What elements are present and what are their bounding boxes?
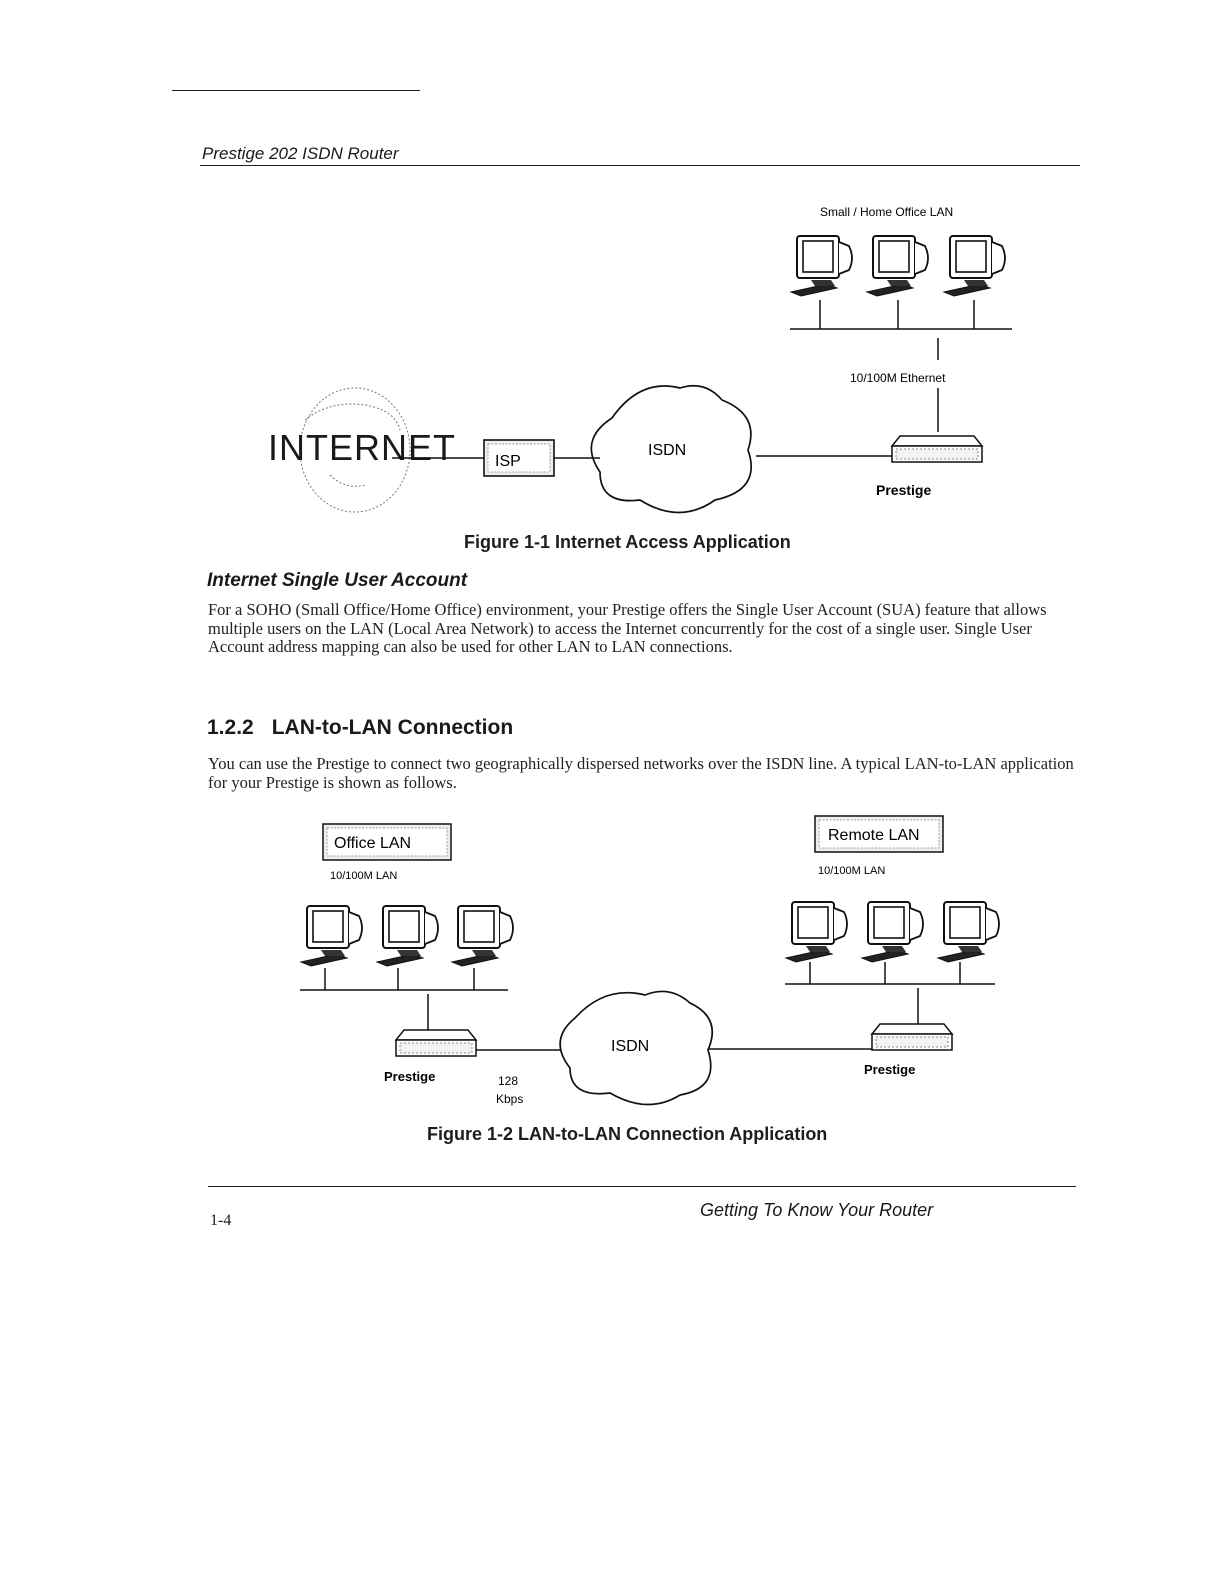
left-router-icon — [395, 1029, 477, 1057]
remote-lan-computers — [785, 901, 1000, 963]
sua-lan-computers — [790, 235, 1006, 297]
router-icon — [891, 435, 983, 463]
ethernet-label: 10/100M Ethernet — [850, 371, 946, 385]
header-rule — [200, 165, 1080, 166]
right-router-icon — [871, 1023, 953, 1051]
sua-body: For a SOHO (Small Office/Home Office) en… — [208, 600, 1047, 656]
office-lan-computers — [300, 905, 514, 967]
router-label: Prestige — [876, 482, 931, 498]
chapter-title: Getting To Know Your Router — [700, 1200, 934, 1220]
top-scan-line — [172, 90, 420, 91]
isdn-label-2: ISDN — [611, 1038, 649, 1055]
isp-label: ISP — [495, 453, 521, 470]
footer-rule — [208, 1186, 1076, 1187]
right-lan-speed: 10/100M LAN — [818, 865, 885, 877]
isdn-cloud-icon-2 — [559, 990, 713, 1106]
lan-section-body: You can use the Prestige to connect two … — [208, 754, 1074, 792]
office-lan-box: Office LAN — [322, 823, 452, 861]
left-lan-speed: 10/100M LAN — [330, 870, 397, 882]
link-speed-value: 128 — [498, 1074, 518, 1088]
isdn-cloud-icon — [590, 384, 753, 514]
page-number: 1-4 — [210, 1212, 232, 1229]
office-lan-label: Office LAN — [334, 835, 411, 852]
wan-links — [392, 455, 892, 459]
lan-section-heading: 1.2.2 LAN-to-LAN Connection — [207, 716, 513, 740]
remote-lan-box: Remote LAN — [814, 815, 944, 853]
isp-box: ISP — [483, 439, 555, 477]
figure1-caption: Figure 1-1 Internet Access Application — [464, 532, 791, 552]
left-router-label: Prestige — [384, 1069, 435, 1084]
link-speed-unit: Kbps — [496, 1092, 523, 1106]
lan-bus-lines — [790, 300, 1012, 432]
internet-label: INTERNET — [268, 427, 456, 468]
lan-to-lan-lines — [300, 962, 995, 1051]
section-title: LAN-to-LAN Connection — [271, 716, 514, 739]
figure-internet-access-diagram: Small / Home Office LAN 10/100M Ethernet… — [268, 205, 1012, 514]
lan-label: Small / Home Office LAN — [820, 205, 953, 219]
sua-heading: Internet Single User Account — [207, 570, 468, 591]
internet-globe-icon — [299, 387, 411, 513]
section-number: 1.2.2 — [207, 716, 254, 739]
remote-lan-label: Remote LAN — [828, 827, 920, 844]
isdn-label: ISDN — [648, 442, 686, 459]
running-header-title: Prestige 202 ISDN Router — [202, 144, 399, 163]
figure-lan-to-lan-diagram: Office LAN 10/100M LAN Remote LAN 10/100… — [300, 815, 1000, 1106]
right-router-label: Prestige — [864, 1062, 915, 1077]
figure2-caption: Figure 1-2 LAN-to-LAN Connection Applica… — [427, 1124, 828, 1144]
